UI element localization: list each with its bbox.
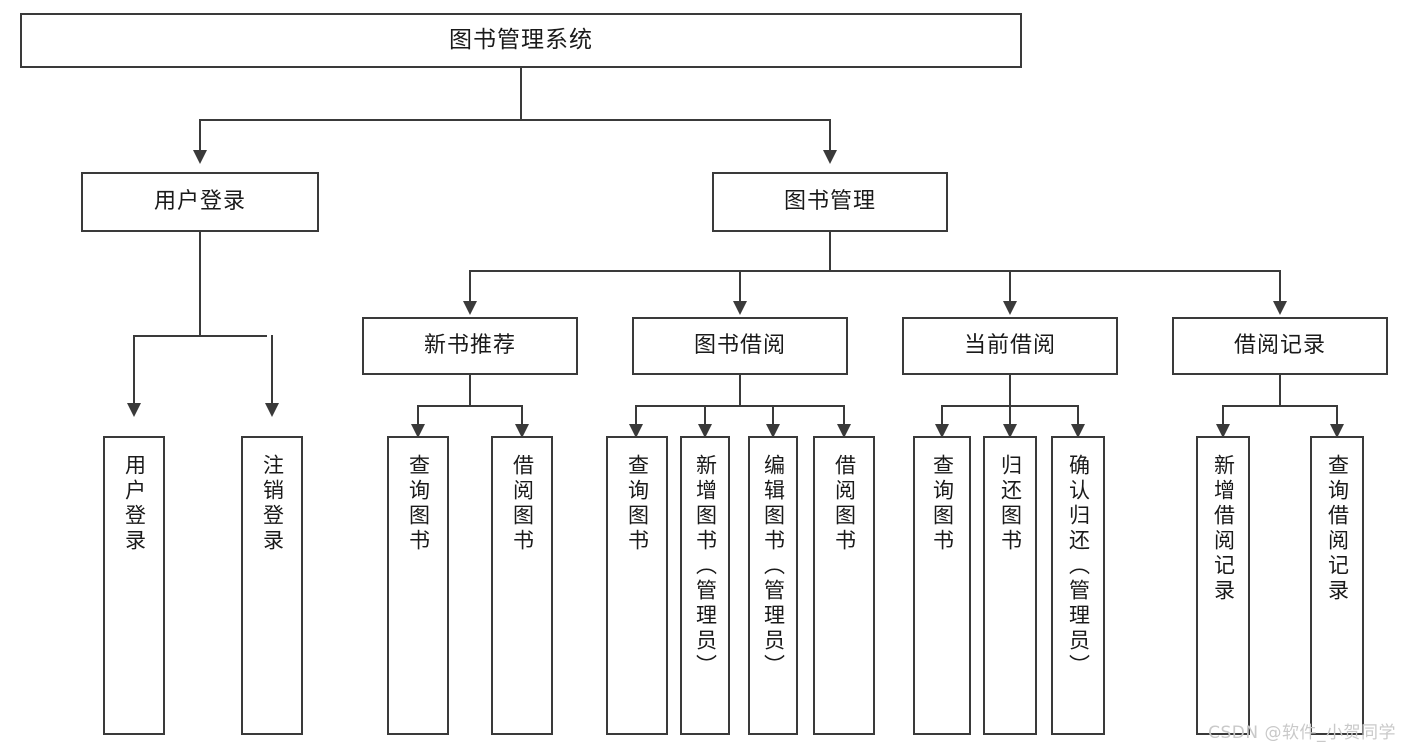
arrowhead-borrow-record [1273, 301, 1287, 315]
leaf-user-login-label: 用户登录 [122, 454, 147, 554]
arrowhead-leaf-query-record [1330, 424, 1344, 438]
connector-cb-l2 [1009, 405, 1011, 425]
csdn-watermark: CSDN @软件_小贺同学 [1208, 723, 1396, 743]
connector-bb-l3 [772, 405, 774, 425]
leaf-edit-book-label: 编辑图书（管理员） [761, 454, 786, 679]
connector-br-stem [1279, 375, 1281, 406]
leaf-add-book[interactable]: 新增图书（管理员） [680, 436, 730, 735]
connector-cb-stem [1009, 375, 1011, 406]
leaf-confirm-return-label: 确认归还（管理员） [1066, 454, 1091, 679]
connector-nbr-stem [469, 375, 471, 406]
leaf-logout-login-label: 注销登录 [260, 454, 285, 554]
connector-root-bar [199, 119, 831, 121]
node-root-label: 图书管理系统 [449, 27, 593, 54]
leaf-query-book-1[interactable]: 查询图书 [387, 436, 449, 735]
node-new-book-recommend-label: 新书推荐 [423, 332, 516, 358]
node-borrow-record[interactable]: 借阅记录 [1172, 317, 1388, 375]
leaf-return-book-label: 归还图书 [998, 454, 1023, 554]
connector-bm-c2 [739, 270, 741, 302]
node-user-login[interactable]: 用户登录 [81, 172, 319, 232]
leaf-query-book-3-label: 查询图书 [930, 454, 955, 554]
leaf-logout-login[interactable]: 注销登录 [241, 436, 303, 735]
connector-bookmanage-stem [829, 232, 831, 271]
arrowhead-leaf-query-book-3 [935, 424, 949, 438]
connector-root-to-userlogin [199, 119, 201, 151]
connector-bm-c3 [1009, 270, 1011, 302]
leaf-add-record[interactable]: 新增借阅记录 [1196, 436, 1250, 735]
connector-nbr-l1 [417, 405, 419, 425]
connector-userlogin-stem [199, 232, 201, 336]
leaf-query-book-3[interactable]: 查询图书 [913, 436, 971, 735]
arrowhead-new-book-recommend [463, 301, 477, 315]
leaf-query-record[interactable]: 查询借阅记录 [1310, 436, 1364, 735]
leaf-borrow-book-1-label: 借阅图书 [510, 454, 535, 554]
connector-br-l1 [1222, 405, 1224, 425]
arrowhead-leaf-borrow-book-1 [515, 424, 529, 438]
node-current-borrow[interactable]: 当前借阅 [902, 317, 1118, 375]
connector-cb-l3 [1077, 405, 1079, 425]
connector-bb-bar [635, 405, 845, 407]
arrowhead-leaf-edit-book [766, 424, 780, 438]
leaf-query-book-2[interactable]: 查询图书 [606, 436, 668, 735]
connector-bb-l2 [704, 405, 706, 425]
connector-bb-l1 [635, 405, 637, 425]
arrowhead-leaf-logout-login [265, 403, 279, 417]
arrowhead-leaf-confirm-return [1071, 424, 1085, 438]
leaf-borrow-book-2-label: 借阅图书 [832, 454, 857, 554]
arrowhead-current-borrow [1003, 301, 1017, 315]
node-book-manage-label: 图书管理 [783, 188, 876, 214]
connector-br-bar [1222, 405, 1338, 407]
leaf-edit-book[interactable]: 编辑图书（管理员） [748, 436, 798, 735]
node-new-book-recommend[interactable]: 新书推荐 [362, 317, 578, 375]
node-user-login-label: 用户登录 [153, 188, 246, 214]
connector-bookmanage-bar [469, 270, 1280, 272]
leaf-add-book-label: 新增图书（管理员） [693, 454, 718, 679]
arrowhead-leaf-add-book [698, 424, 712, 438]
node-borrow-record-label: 借阅记录 [1233, 332, 1326, 358]
arrowhead-book-borrow [733, 301, 747, 315]
leaf-borrow-book-1[interactable]: 借阅图书 [491, 436, 553, 735]
connector-bm-c1 [469, 270, 471, 302]
arrowhead-leaf-return-book [1003, 424, 1017, 438]
node-root[interactable]: 图书管理系统 [20, 13, 1022, 68]
connector-bm-c4 [1279, 270, 1281, 302]
connector-root-to-bookmanage [829, 119, 831, 151]
arrowhead-leaf-query-book-2 [629, 424, 643, 438]
connector-bb-l4 [843, 405, 845, 425]
connector-userlogin-l1 [133, 335, 135, 404]
node-book-borrow[interactable]: 图书借阅 [632, 317, 848, 375]
arrowhead-leaf-add-record [1216, 424, 1230, 438]
leaf-user-login[interactable]: 用户登录 [103, 436, 165, 735]
arrowhead-leaf-user-login [127, 403, 141, 417]
arrowhead-leaf-borrow-book-2 [837, 424, 851, 438]
node-current-borrow-label: 当前借阅 [963, 332, 1056, 358]
leaf-query-record-label: 查询借阅记录 [1325, 454, 1350, 604]
connector-br-l2 [1336, 405, 1338, 425]
node-book-borrow-label: 图书借阅 [693, 332, 786, 358]
leaf-query-book-1-label: 查询图书 [406, 454, 431, 554]
arrowhead-to-userlogin [193, 150, 207, 164]
leaf-confirm-return[interactable]: 确认归还（管理员） [1051, 436, 1105, 735]
connector-nbr-l2 [521, 405, 523, 425]
arrowhead-to-bookmanage [823, 150, 837, 164]
leaf-query-book-2-label: 查询图书 [625, 454, 650, 554]
leaf-borrow-book-2[interactable]: 借阅图书 [813, 436, 875, 735]
connector-bb-stem [739, 375, 741, 406]
connector-cb-l1 [941, 405, 943, 425]
connector-root-stem [520, 68, 522, 120]
leaf-add-record-label: 新增借阅记录 [1211, 454, 1236, 604]
connector-nbr-bar [417, 405, 523, 407]
node-book-manage[interactable]: 图书管理 [712, 172, 948, 232]
leaf-return-book[interactable]: 归还图书 [983, 436, 1037, 735]
connector-userlogin-bar [133, 335, 267, 337]
connector-userlogin-l2 [271, 335, 273, 404]
arrowhead-leaf-query-book-1 [411, 424, 425, 438]
